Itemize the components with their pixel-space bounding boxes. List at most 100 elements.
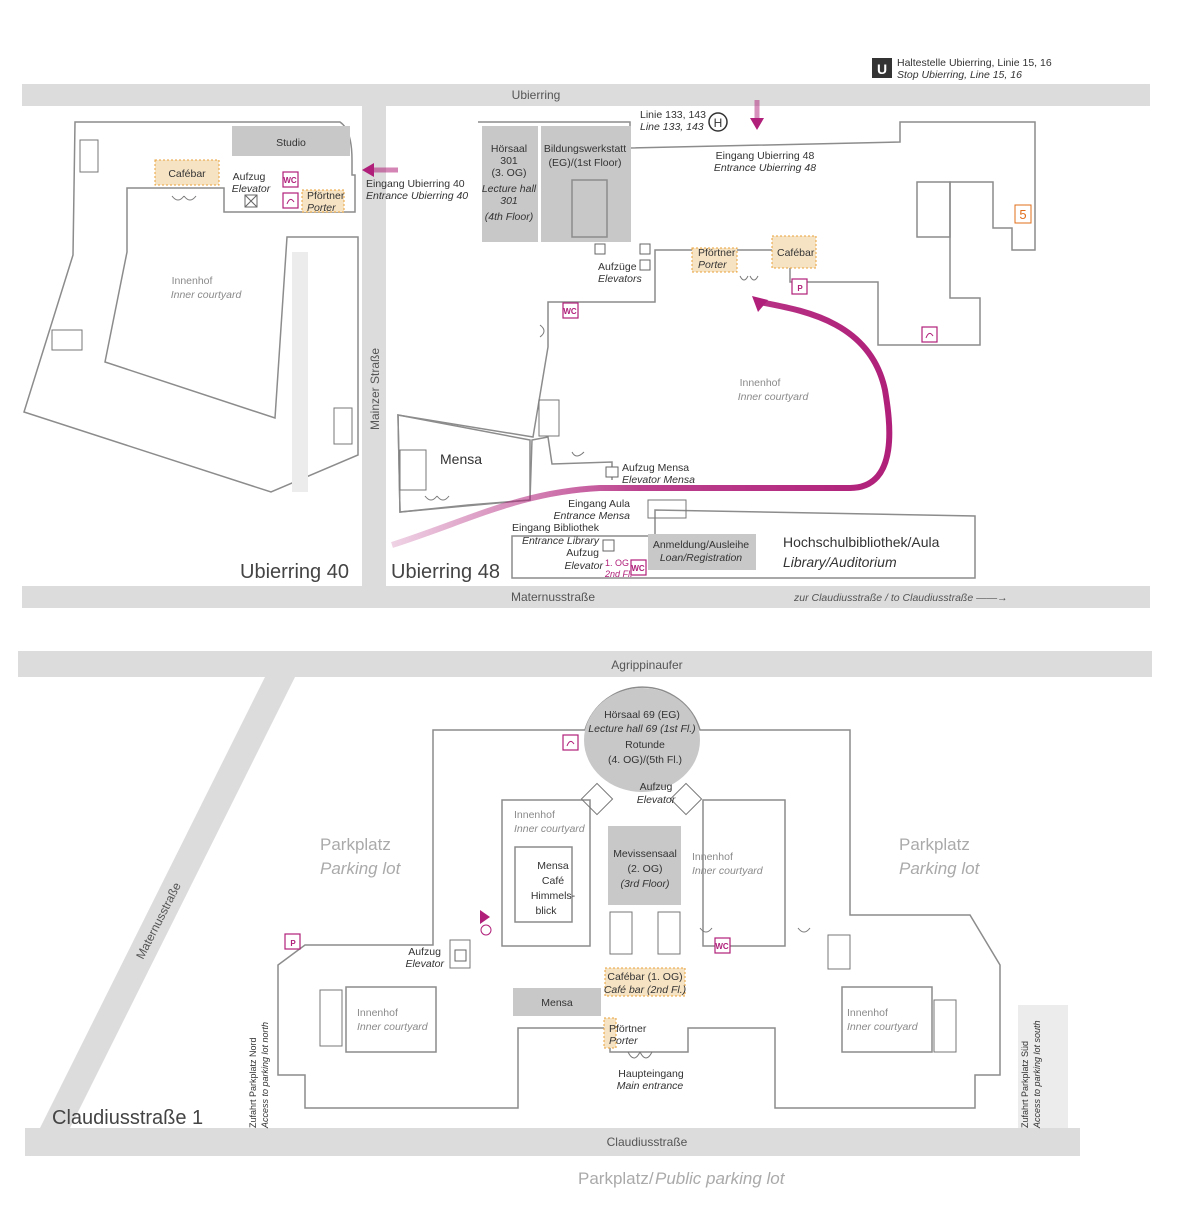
road-agrippinaufer — [18, 651, 1152, 677]
bus-label-en: Line 133, 143 — [640, 121, 704, 133]
stop-label-en: Stop Ubierring, Line 15, 16 — [897, 69, 1022, 81]
cafebar-zone-u48 — [771, 235, 817, 269]
public-parking-de: Parkplatz/ — [578, 1169, 654, 1188]
svg-text:P: P — [797, 284, 803, 293]
elevator-icon — [639, 243, 651, 255]
room-number-badge — [1014, 204, 1032, 224]
hearing-loop-icon — [921, 326, 938, 343]
porter-label-de-u48: Pförtner — [698, 247, 736, 259]
road-maternus-top-label: Maternusstraße — [511, 590, 595, 604]
wc-icon: WC — [630, 559, 647, 576]
lecture-hall-301-room — [482, 126, 538, 242]
studio-label: Studio — [276, 137, 306, 149]
hs301-line-4: Lecture hall — [482, 183, 537, 195]
parking-icon: P — [791, 278, 808, 295]
elevator-icon — [602, 539, 615, 552]
stairs-icon — [449, 939, 471, 969]
elevator-icon — [594, 243, 606, 255]
hs301-line-2: 301 — [500, 155, 518, 167]
elevator-top-en: Elevator — [637, 794, 676, 806]
hs301-line-3: (3. OG) — [491, 167, 526, 179]
elevator-icon — [605, 466, 619, 478]
wc-icon: WC — [282, 171, 299, 188]
door-icon — [424, 275, 759, 501]
hs69-line-2: Lecture hall 69 (1st Fl.) — [588, 723, 695, 735]
parking-right-de: Parkplatz — [899, 835, 970, 854]
corridor-strip — [292, 252, 308, 492]
elevator-icon — [454, 949, 467, 962]
bildung-line-2: (EG)/(1st Floor) — [549, 157, 622, 169]
road-claudius — [25, 1128, 1080, 1156]
porter-zone-u40 — [301, 189, 345, 213]
loan-label-de: Anmeldung/Ausleihe — [653, 539, 749, 551]
door-icon — [627, 927, 811, 1059]
mensa-label-u48: Mensa — [440, 451, 482, 467]
stairs-icon — [657, 911, 681, 955]
cafebar-label-u48: Cafébar — [777, 247, 815, 259]
porter-label-en-u48: Porter — [698, 259, 727, 271]
floor-label-de: 1. OG — [605, 558, 629, 568]
hearing-loop-icon — [282, 192, 299, 209]
main-entrance-de: Haupteingang — [618, 1068, 684, 1080]
porter-label-en-u40: Porter — [307, 202, 336, 214]
entrance-library-de: Eingang Bibliothek — [512, 522, 600, 534]
library-label-de: Hochschulbibliothek/Aula — [783, 534, 940, 550]
road-claudius-label: Claudiusstraße — [607, 1135, 688, 1149]
bildungswerkstatt-room — [541, 126, 631, 242]
access-south-en: Access to parking lot south — [1032, 1020, 1042, 1129]
road-mainzer-label: Mainzer Straße — [368, 348, 382, 430]
mevissen-line-2: (2. OG) — [627, 863, 662, 875]
road-ubierring-label: Ubierring — [512, 88, 561, 102]
courtyard-l-en: Inner courtyard — [357, 1021, 429, 1033]
road-mainzer — [362, 106, 386, 586]
access-south-de: Zufahrt Parkplatz Süd — [1020, 1041, 1030, 1128]
building-claudiusstrasse — [277, 686, 1001, 1109]
hearing-loop-icon — [562, 734, 579, 751]
entrance-aula-en: Entrance Mensa — [554, 510, 631, 522]
porter-zone-bottom — [603, 1017, 617, 1049]
porter-zone-u48 — [691, 247, 738, 273]
cafebar-bottom-en: Café bar (2nd Fl.) — [604, 984, 686, 996]
entrance-label-en-u40: Entrance Ubierring 40 — [366, 190, 468, 202]
cafebar-label-u40: Cafébar — [168, 168, 206, 180]
elevator-label-en-u40: Elevator — [232, 183, 271, 195]
door-icon — [171, 195, 197, 201]
stairs-icon — [647, 499, 687, 519]
wc-icon: WC — [562, 302, 579, 319]
porter-bottom-en: Porter — [609, 1035, 638, 1047]
parking-left-en: Parking lot — [320, 859, 402, 878]
elevator-label-en-u48: Elevator — [564, 560, 603, 572]
public-parking-en: Public parking lot — [655, 1169, 786, 1188]
entrance-aula-de: Eingang Aula — [568, 498, 630, 510]
entrance-label-de-u40: Eingang Ubierring 40 — [366, 178, 465, 190]
main-entrance-en: Main entrance — [617, 1080, 684, 1092]
entrance-label-en-u48: Entrance Ubierring 48 — [714, 162, 816, 174]
to-claudius-label: zur Claudiusstraße / to Claudiusstraße —… — [793, 592, 1008, 604]
stairs-icon — [669, 782, 703, 816]
stairs-icon — [580, 782, 614, 816]
courtyard-label-en-u40: Inner courtyard — [171, 289, 243, 301]
studio-room — [232, 126, 350, 156]
parking-left-de: Parkplatz — [320, 835, 391, 854]
bus-stop-icon — [708, 112, 728, 132]
loan-label-en: Loan/Registration — [660, 552, 742, 564]
stairs-icon — [319, 989, 343, 1047]
mensa-bottom-label: Mensa — [541, 997, 573, 1009]
svg-text:P: P — [290, 939, 296, 948]
mevissensaal-room — [608, 826, 681, 905]
elevator-left-de: Aufzug — [408, 946, 441, 958]
hs301-line-6: (4th Floor) — [485, 211, 533, 223]
elevator-label-de-u40: Aufzug — [233, 171, 266, 183]
parking-icon: P — [284, 933, 301, 950]
road-maternus-bottom — [40, 677, 295, 1128]
porter-bottom-de: Pförtner — [609, 1023, 647, 1035]
cafebar-zone-bottom — [604, 967, 686, 997]
stairs-icon — [933, 999, 957, 1053]
mevissen-line-1: Mevissensaal — [613, 848, 677, 860]
courtyard-r-en: Inner courtyard — [847, 1021, 919, 1033]
library-label-en: Library/Auditorium — [783, 554, 897, 570]
courtyard-label-de-u48: Innenhof — [740, 377, 781, 389]
stairs-icon — [827, 934, 851, 970]
hs69-line-4: (4. OG)/(5th Fl.) — [608, 754, 682, 766]
hs69-line-1: Hörsaal 69 (EG) — [604, 709, 680, 721]
